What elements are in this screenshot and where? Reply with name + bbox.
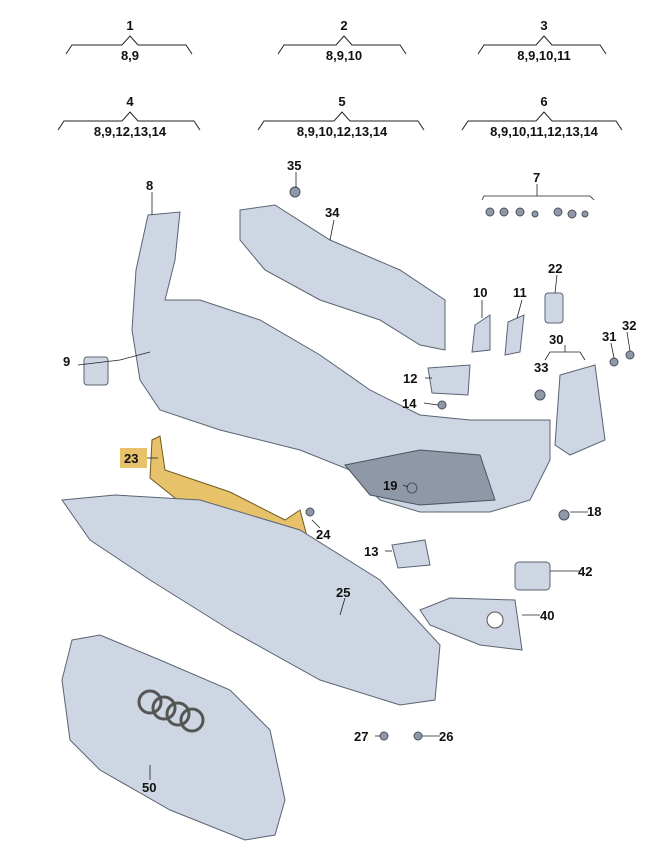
bracket-34 — [239, 204, 446, 351]
label-32: 32 — [622, 318, 636, 333]
group-contents: 8,9 — [121, 48, 139, 63]
label-34: 34 — [325, 205, 340, 220]
group-number: 6 — [540, 94, 547, 109]
label-50: 50 — [142, 780, 156, 795]
radiator-grille — [61, 634, 286, 841]
highlight-badge — [120, 448, 147, 468]
group-1: 1 8,9 — [65, 18, 193, 63]
part-9-shape — [83, 356, 109, 386]
group-number: 3 — [540, 18, 547, 33]
label-22: 22 — [548, 261, 562, 276]
part-12-shape — [427, 364, 471, 396]
label-19: 19 — [383, 478, 397, 493]
fog-light-opening — [344, 449, 496, 506]
label-24: 24 — [316, 527, 331, 542]
label-26: 26 — [439, 729, 453, 744]
group-5: 5 8,9,10,12,13,14 — [257, 94, 425, 139]
label-30: 30 — [549, 332, 563, 347]
group-6: 6 8,9,10,11,12,13,14 — [461, 94, 623, 139]
label-25: 25 — [336, 585, 350, 600]
group-contents: 8,9,12,13,14 — [94, 124, 167, 139]
label-14: 14 — [402, 396, 417, 411]
label-33: 33 — [534, 360, 548, 375]
group-number: 1 — [126, 18, 133, 33]
group-4: 4 8,9,12,13,14 — [57, 94, 201, 139]
label-10: 10 — [473, 285, 487, 300]
part-13-shape — [391, 539, 431, 569]
part-42-shape — [514, 561, 551, 591]
label-7: 7 — [533, 170, 540, 185]
label-40: 40 — [540, 608, 554, 623]
part-10-shape — [471, 314, 491, 353]
group-number: 2 — [340, 18, 347, 33]
part-11-shape — [504, 314, 525, 356]
label-11: 11 — [513, 285, 527, 300]
side-grille — [554, 364, 606, 456]
label-9: 9 — [63, 354, 70, 369]
fog-trim — [419, 597, 523, 651]
label-31: 31 — [602, 329, 616, 344]
group-contents: 8,9,10,12,13,14 — [297, 124, 388, 139]
label-12: 12 — [403, 371, 417, 386]
group-2: 2 8,9,10 — [277, 18, 407, 63]
group-number: 5 — [338, 94, 345, 109]
fasteners — [289, 186, 635, 741]
grille-logo — [137, 689, 205, 733]
bumper-cover — [131, 211, 551, 513]
label-35: 35 — [287, 158, 301, 173]
leader-lines — [77, 172, 631, 780]
group-3: 3 8,9,10,11 — [477, 18, 607, 63]
label-23: 23 — [124, 451, 138, 466]
label-13: 13 — [364, 544, 378, 559]
part-22-shape — [544, 292, 564, 324]
label-8: 8 — [146, 178, 153, 193]
label-18: 18 — [587, 504, 601, 519]
group-contents: 8,9,10,11,12,13,14 — [490, 124, 598, 139]
group-contents: 8,9,10,11 — [517, 48, 571, 63]
label-27: 27 — [354, 729, 368, 744]
group-contents: 8,9,10 — [326, 48, 362, 63]
label-42: 42 — [578, 564, 592, 579]
group-number: 4 — [126, 94, 134, 109]
underbody-panel — [61, 494, 441, 706]
